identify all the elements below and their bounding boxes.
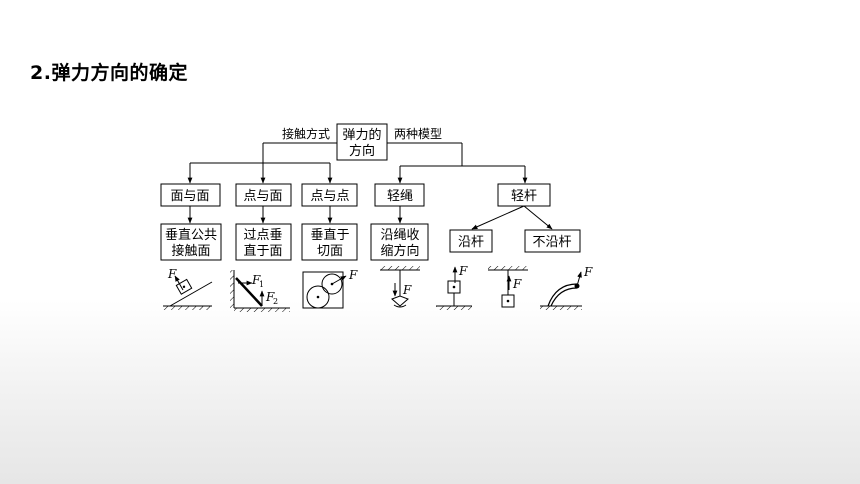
svg-text:F: F: [402, 283, 412, 297]
svg-text:接触面: 接触面: [171, 243, 210, 259]
svg-text:F: F: [583, 265, 593, 279]
box-light-rope: 轻绳: [374, 183, 425, 207]
svg-text:1: 1: [259, 280, 264, 289]
svg-text:沿绳收: 沿绳收: [380, 228, 419, 243]
root-box: 弹力的 方向: [336, 123, 388, 161]
box-light-rod: 轻杆: [497, 183, 551, 207]
svg-text:垂直公共: 垂直公共: [165, 228, 217, 243]
box-point-surface: 点与面: [235, 183, 292, 207]
level3-connectors: [187, 205, 553, 230]
box-through-point-perp: 过点垂 直于面: [235, 223, 292, 261]
box-perp-common-surface: 垂直公共 接触面: [160, 223, 222, 261]
svg-text:缩方向: 缩方向: [380, 243, 419, 259]
branch-label-contact: 接触方式: [282, 126, 330, 141]
root-line1: 弹力的: [342, 127, 381, 143]
illustration-two-balls: F: [302, 268, 358, 309]
illustration-hanging-rope: F: [380, 266, 420, 308]
svg-text:沿杆: 沿杆: [458, 235, 484, 250]
models-connector: [387, 142, 528, 184]
illustration-block-on-incline: F: [163, 267, 213, 310]
svg-text:F: F: [458, 264, 468, 278]
illustration-curved-rod: F: [540, 265, 593, 310]
box-along-rod: 沿杆: [449, 229, 493, 253]
svg-text:F: F: [251, 273, 261, 287]
page-title: 2.弹力方向的确定: [30, 62, 188, 84]
svg-text:切面: 切面: [317, 244, 343, 259]
box-surface-surface: 面与面: [160, 183, 221, 207]
svg-text:F: F: [167, 267, 177, 281]
box-perp-tangent: 垂直于 切面: [301, 223, 358, 261]
box-not-along-rod: 不沿杆: [524, 229, 581, 253]
contact-connector: [187, 142, 337, 184]
root-line2: 方向: [349, 143, 375, 159]
svg-text:2: 2: [273, 297, 278, 306]
svg-text:F: F: [512, 277, 522, 291]
svg-text:F: F: [348, 268, 358, 282]
svg-text:F: F: [265, 290, 275, 304]
svg-text:轻杆: 轻杆: [511, 189, 537, 204]
illustration-rod-hanging: F: [488, 266, 528, 308]
svg-text:点与面: 点与面: [243, 189, 282, 204]
illustration-rod-support: F: [436, 264, 472, 310]
svg-text:不沿杆: 不沿杆: [532, 235, 571, 250]
box-point-point: 点与点: [301, 183, 358, 207]
svg-text:面与面: 面与面: [170, 189, 209, 204]
branch-label-models: 两种模型: [394, 127, 442, 141]
svg-text:轻绳: 轻绳: [387, 189, 413, 204]
svg-text:垂直于: 垂直于: [310, 228, 349, 243]
svg-text:过点垂: 过点垂: [243, 228, 282, 243]
svg-text:直于面: 直于面: [243, 244, 282, 259]
box-along-rope: 沿绳收 缩方向: [370, 223, 429, 261]
svg-text:点与点: 点与点: [310, 189, 349, 204]
illustration-rod-wall-corner: F 1 F 2: [230, 270, 290, 312]
